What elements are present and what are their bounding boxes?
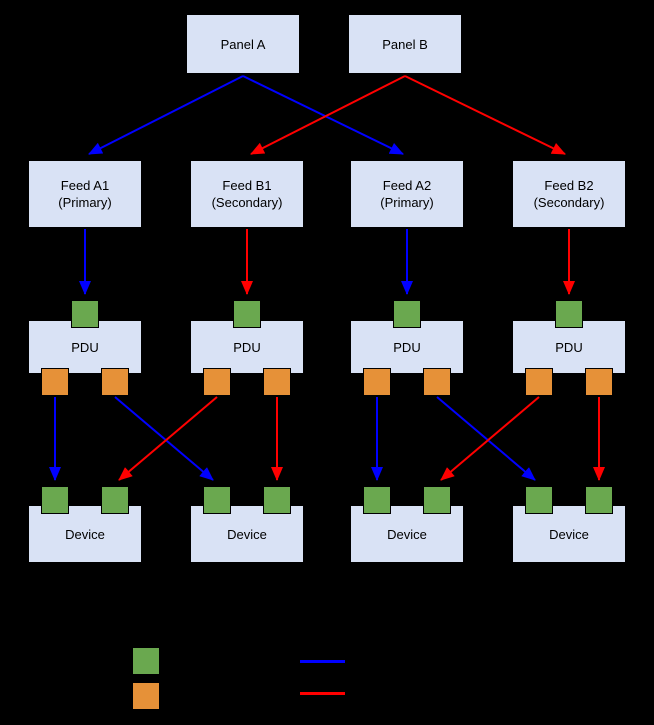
pdu-2-label: PDU xyxy=(233,339,261,355)
legend-red-line xyxy=(300,692,345,695)
feed-b1-line2: (Secondary) xyxy=(211,195,283,210)
feed-b2-line1: Feed B2 xyxy=(544,178,594,193)
pdu-2-node: PDU xyxy=(190,320,304,374)
feed-b2-line2: (Secondary) xyxy=(533,195,605,210)
pdu-3-label: PDU xyxy=(393,339,421,355)
device-4-input-port-right xyxy=(585,486,613,514)
edge-panel-b-to-feed-b2 xyxy=(404,75,566,155)
device-3-node: Device xyxy=(350,505,464,563)
device-3-input-port-left xyxy=(363,486,391,514)
pdu-1-input-port xyxy=(71,300,99,328)
pdu-3-node: PDU xyxy=(350,320,464,374)
pdu-1-output-port-right xyxy=(101,368,129,396)
feed-a1-line1: Feed A1 xyxy=(60,178,110,193)
device-4-input-port-left xyxy=(525,486,553,514)
pdu-3-input-port xyxy=(393,300,421,328)
feed-b1-label: Feed B1 (Secondary) xyxy=(212,177,283,211)
feed-a1-node: Feed A1 (Primary) xyxy=(28,160,142,228)
device-3-input-port-right xyxy=(423,486,451,514)
edge-pdu-2-left-to-device-1-right xyxy=(118,396,218,481)
pdu-4-output-port-right xyxy=(585,368,613,396)
panel-a-node: Panel A xyxy=(186,14,300,74)
feed-a2-line1: Feed A2 xyxy=(382,178,432,193)
edge-pdu-3-right-to-device-4-left xyxy=(436,396,536,481)
panel-a-label: Panel A xyxy=(220,36,266,52)
pdu-1-node: PDU xyxy=(28,320,142,374)
pdu-1-label: PDU xyxy=(71,339,99,355)
device-2-label: Device xyxy=(227,526,267,542)
panel-b-node: Panel B xyxy=(348,14,462,74)
legend-orange-swatch xyxy=(132,682,160,710)
pdu-2-output-port-right xyxy=(263,368,291,396)
feed-b1-line1: Feed B1 xyxy=(222,178,272,193)
device-1-input-port-left xyxy=(41,486,69,514)
device-1-label: Device xyxy=(65,526,105,542)
pdu-1-output-port-left xyxy=(41,368,69,396)
device-2-input-port-left xyxy=(203,486,231,514)
pdu-4-node: PDU xyxy=(512,320,626,374)
feed-b2-node: Feed B2 (Secondary) xyxy=(512,160,626,228)
edge-panel-b-to-feed-b1 xyxy=(250,75,406,155)
pdu-4-input-port xyxy=(555,300,583,328)
pdu-3-output-port-left xyxy=(363,368,391,396)
feed-a2-node: Feed A2 (Primary) xyxy=(350,160,464,228)
pdu-4-label: PDU xyxy=(555,339,583,355)
pdu-2-output-port-left xyxy=(203,368,231,396)
edge-pdu-1-right-to-device-2-left xyxy=(114,396,214,481)
legend-blue-line xyxy=(300,660,345,663)
pdu-4-output-port-left xyxy=(525,368,553,396)
edge-panel-a-to-feed-a1 xyxy=(88,75,244,155)
panel-b-label: Panel B xyxy=(382,36,428,52)
legend-green-swatch xyxy=(132,647,160,675)
feed-a1-line2: (Primary) xyxy=(58,195,112,210)
feed-a2-line2: (Primary) xyxy=(380,195,434,210)
device-1-input-port-right xyxy=(101,486,129,514)
device-2-input-port-right xyxy=(263,486,291,514)
pdu-3-output-port-right xyxy=(423,368,451,396)
edge-panel-a-to-feed-a2 xyxy=(242,75,404,155)
feed-a1-label: Feed A1 (Primary) xyxy=(58,177,111,211)
device-2-node: Device xyxy=(190,505,304,563)
device-1-node: Device xyxy=(28,505,142,563)
device-4-label: Device xyxy=(549,526,589,542)
device-4-node: Device xyxy=(512,505,626,563)
feed-b2-label: Feed B2 (Secondary) xyxy=(534,177,605,211)
pdu-2-input-port xyxy=(233,300,261,328)
feed-a2-label: Feed A2 (Primary) xyxy=(380,177,433,211)
feed-b1-node: Feed B1 (Secondary) xyxy=(190,160,304,228)
device-3-label: Device xyxy=(387,526,427,542)
edge-pdu-4-left-to-device-3-right xyxy=(440,396,540,481)
